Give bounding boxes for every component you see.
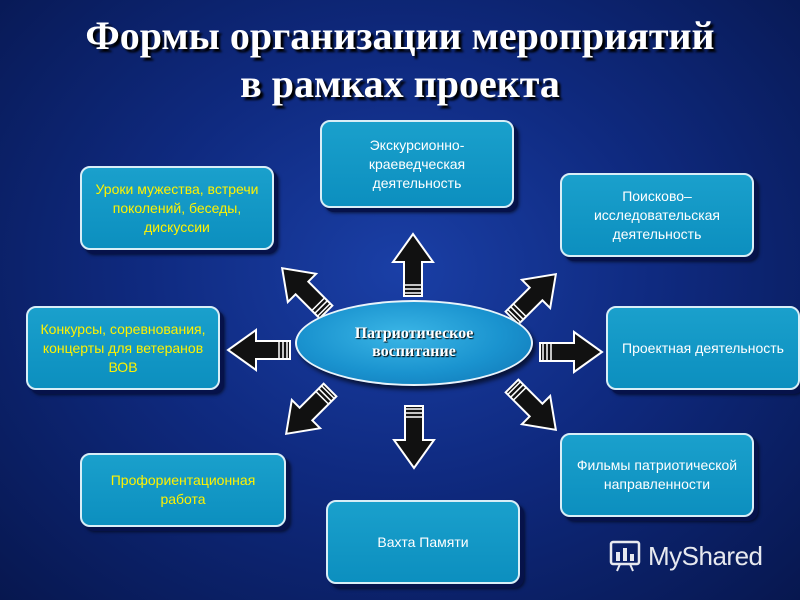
center-node-label: Патриотическое воспитание — [354, 325, 474, 360]
node-contests: Конкурсы, соревнования, концерты для вет… — [26, 306, 220, 390]
arrow-up-icon — [392, 233, 434, 297]
node-career-guidance: Профориентационная работа — [80, 453, 286, 527]
node-films: Фильмы патриотической направленности — [560, 433, 754, 517]
arrow-down-left-icon — [271, 374, 346, 449]
node-memory-watch-label: Вахта Памяти — [377, 533, 469, 550]
node-films-label: Фильмы патриотической направленности — [576, 457, 738, 492]
node-project-label: Проектная деятельность — [622, 339, 784, 356]
node-memory-watch: Вахта Памяти — [326, 500, 520, 584]
node-search-research-label: Поисково–исследовательская деятельность — [593, 187, 721, 242]
arrow-left-icon — [227, 329, 291, 371]
title-line-2: в рамках проекта — [240, 61, 560, 106]
arrow-right-icon — [539, 331, 603, 373]
myshared-logo-icon — [609, 540, 641, 572]
watermark: MyShared — [608, 536, 763, 576]
node-search-research: Поисково–исследовательская деятельность — [560, 173, 754, 257]
title-line-1: Формы организации мероприятий — [85, 13, 715, 58]
watermark-text: MyShared — [648, 540, 763, 571]
center-node: Патриотическое воспитание — [295, 300, 533, 386]
node-career-guidance-label: Профориентационная работа — [110, 472, 256, 507]
node-courage-lessons-label: Уроки мужества, встречи поколений, бесед… — [95, 180, 259, 235]
node-excursion: Экскурсионно-краеведческая деятельность — [320, 120, 514, 208]
node-contests-label: Конкурсы, соревнования, концерты для вет… — [40, 320, 206, 375]
arrow-down-right-icon — [496, 370, 571, 445]
node-project: Проектная деятельность — [606, 306, 800, 390]
page-title: Формы организации мероприятий в рамках п… — [0, 12, 800, 108]
arrow-down-icon — [393, 405, 435, 469]
node-courage-lessons: Уроки мужества, встречи поколений, бесед… — [80, 166, 274, 250]
node-excursion-label: Экскурсионно-краеведческая деятельность — [368, 136, 466, 191]
